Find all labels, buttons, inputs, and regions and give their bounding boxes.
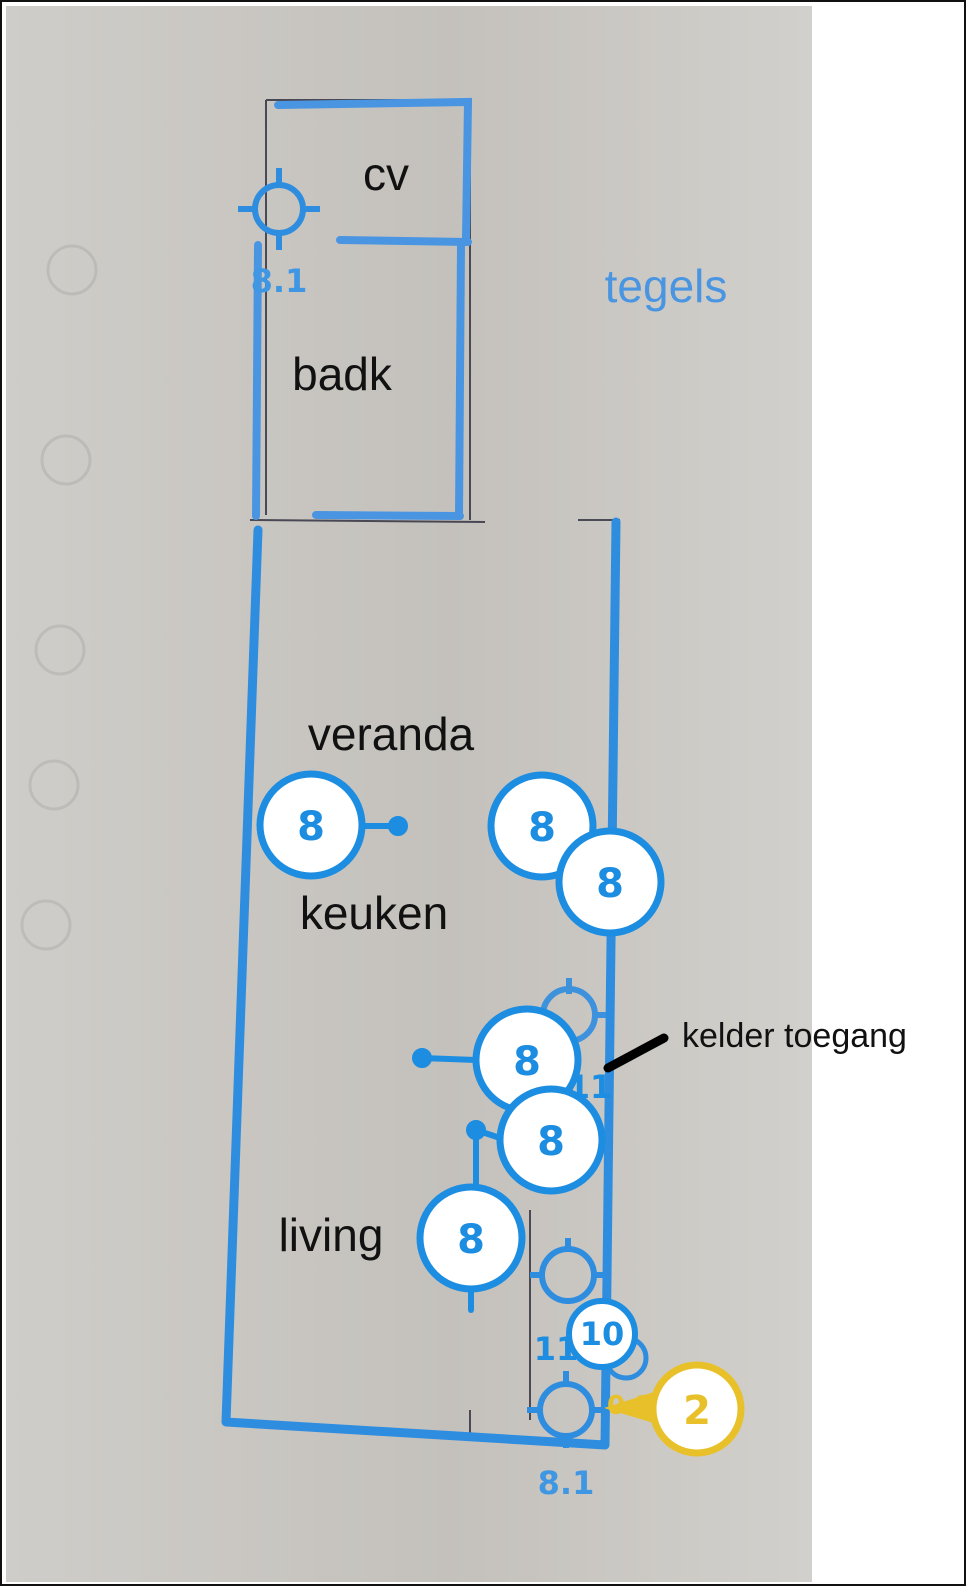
label-badk: badk [292,348,393,400]
target-top-label: 8.1 [251,262,308,300]
target-top[interactable] [238,168,320,250]
label-keuken: keuken [300,887,448,939]
photo-background [6,6,812,1582]
target-bottom-label: 8.1 [538,1464,595,1502]
background-ghost-marks [20,244,98,951]
marker-kelder-num: 8 [513,1039,541,1085]
label-tegels: tegels [605,260,728,312]
marker-keuken-right[interactable]: 8 [555,827,665,937]
marker-living-num: 8 [457,1217,485,1263]
marker-keuken-right-num: 8 [596,861,624,907]
kelder-toegang-arrow [603,1033,669,1073]
label-living: living [279,1209,384,1261]
marker-veranda-left[interactable]: 8 [256,770,366,880]
marker-ten-num: 10 [580,1315,625,1353]
label-veranda: veranda [308,708,475,760]
marker-yellow-num: 2 [683,1388,711,1434]
main-plan-outline [221,517,621,1450]
marker-ten[interactable]: 10 [566,1298,638,1370]
label-kelder-toegang: kelder toegang [682,1017,907,1055]
blue-plan-outline [252,97,473,520]
target-living[interactable] [530,1238,606,1304]
marker-yellow[interactable]: 2 [604,1361,745,1457]
marker-yellow-side-label: 0.1 [607,1391,653,1421]
target-bottom[interactable] [527,1371,605,1448]
marker-veranda-left-num: 8 [297,804,325,850]
marker-living[interactable]: 8 [416,1183,526,1293]
label-cv: cv [363,148,409,200]
marker-veranda-right-num: 8 [528,805,556,851]
marker-living-upper[interactable]: 8 [496,1085,606,1195]
marker-living-upper-num: 8 [537,1119,565,1165]
